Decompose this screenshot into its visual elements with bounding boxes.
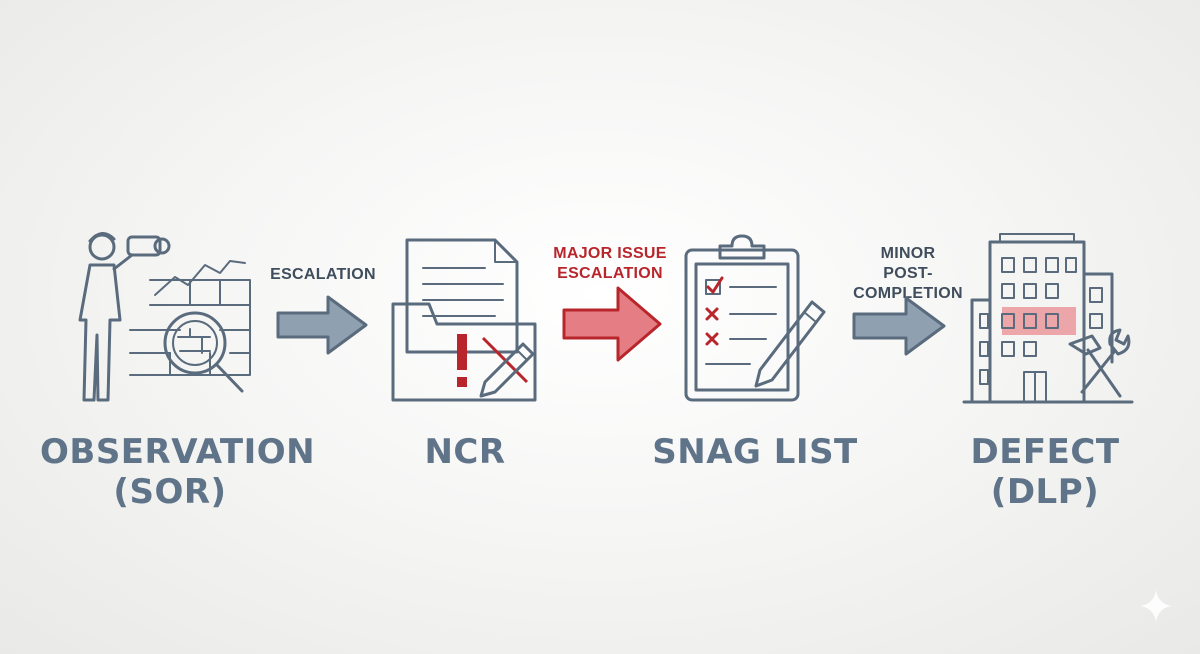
arrow-icon-major <box>562 286 662 362</box>
building-with-tools-icon <box>962 233 1134 404</box>
arrow-icon-1 <box>276 295 368 355</box>
arrow-label-line: MINOR <box>880 245 936 262</box>
stage-title-line: SNAG LIST <box>652 432 858 472</box>
arrow-icon-3 <box>852 296 946 356</box>
stage-title-observation: OBSERVATION (SOR) <box>40 432 316 512</box>
folder-document-warning-icon <box>391 238 537 402</box>
arrow-label-minor: MINOR POST-COMPLETION <box>833 244 983 304</box>
arrow-label-major-issue: MAJOR ISSUE ESCALATION <box>535 244 685 284</box>
arrow-label-subline: POST-COMPLETION <box>853 265 963 302</box>
stage-title-subline: (SOR) <box>113 472 227 512</box>
stage-title-line: OBSERVATION <box>40 432 316 472</box>
stage-title-line: DEFECT <box>970 432 1120 472</box>
surveyor-observation-icon <box>78 232 251 402</box>
sparkle-icon <box>1140 590 1172 622</box>
arrow-label-subline: ESCALATION <box>557 265 663 282</box>
stage-title-ncr: NCR <box>355 432 575 472</box>
arrow-label-line: MAJOR ISSUE <box>553 245 667 262</box>
stage-title-subline: (DLP) <box>990 472 1100 512</box>
arrow-label-line: ESCALATION <box>270 266 376 283</box>
arrow-label-escalation: ESCALATION <box>258 265 388 285</box>
stage-title-defect: DEFECT (DLP) <box>930 432 1160 512</box>
clipboard-checklist-icon <box>684 234 826 402</box>
stage-title-line: NCR <box>424 432 506 472</box>
stage-title-snag-list: SNAG LIST <box>640 432 870 472</box>
